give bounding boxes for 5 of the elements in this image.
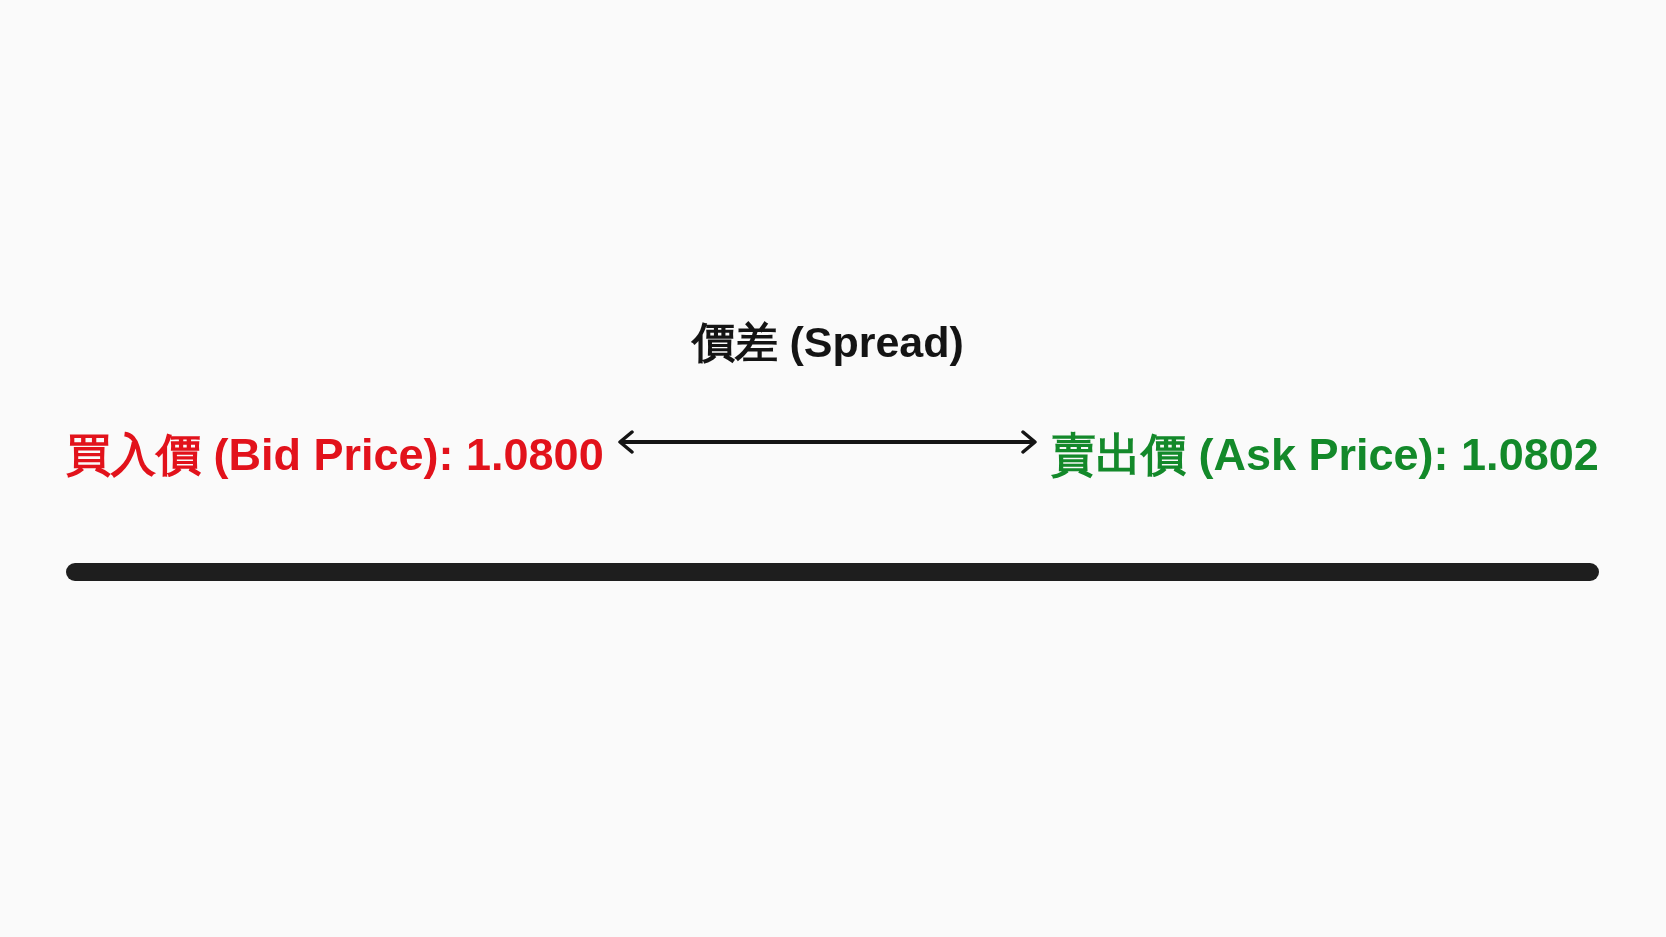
double-arrow bbox=[618, 430, 1037, 454]
bid-price-text: 買入價 (Bid Price): 1.0800 bbox=[66, 430, 604, 481]
edge-label: 價差 (Spread) bbox=[691, 318, 964, 367]
axis-bar bbox=[66, 563, 1599, 581]
ask-price-text: 賣出價 (Ask Price): 1.0802 bbox=[1051, 430, 1599, 481]
